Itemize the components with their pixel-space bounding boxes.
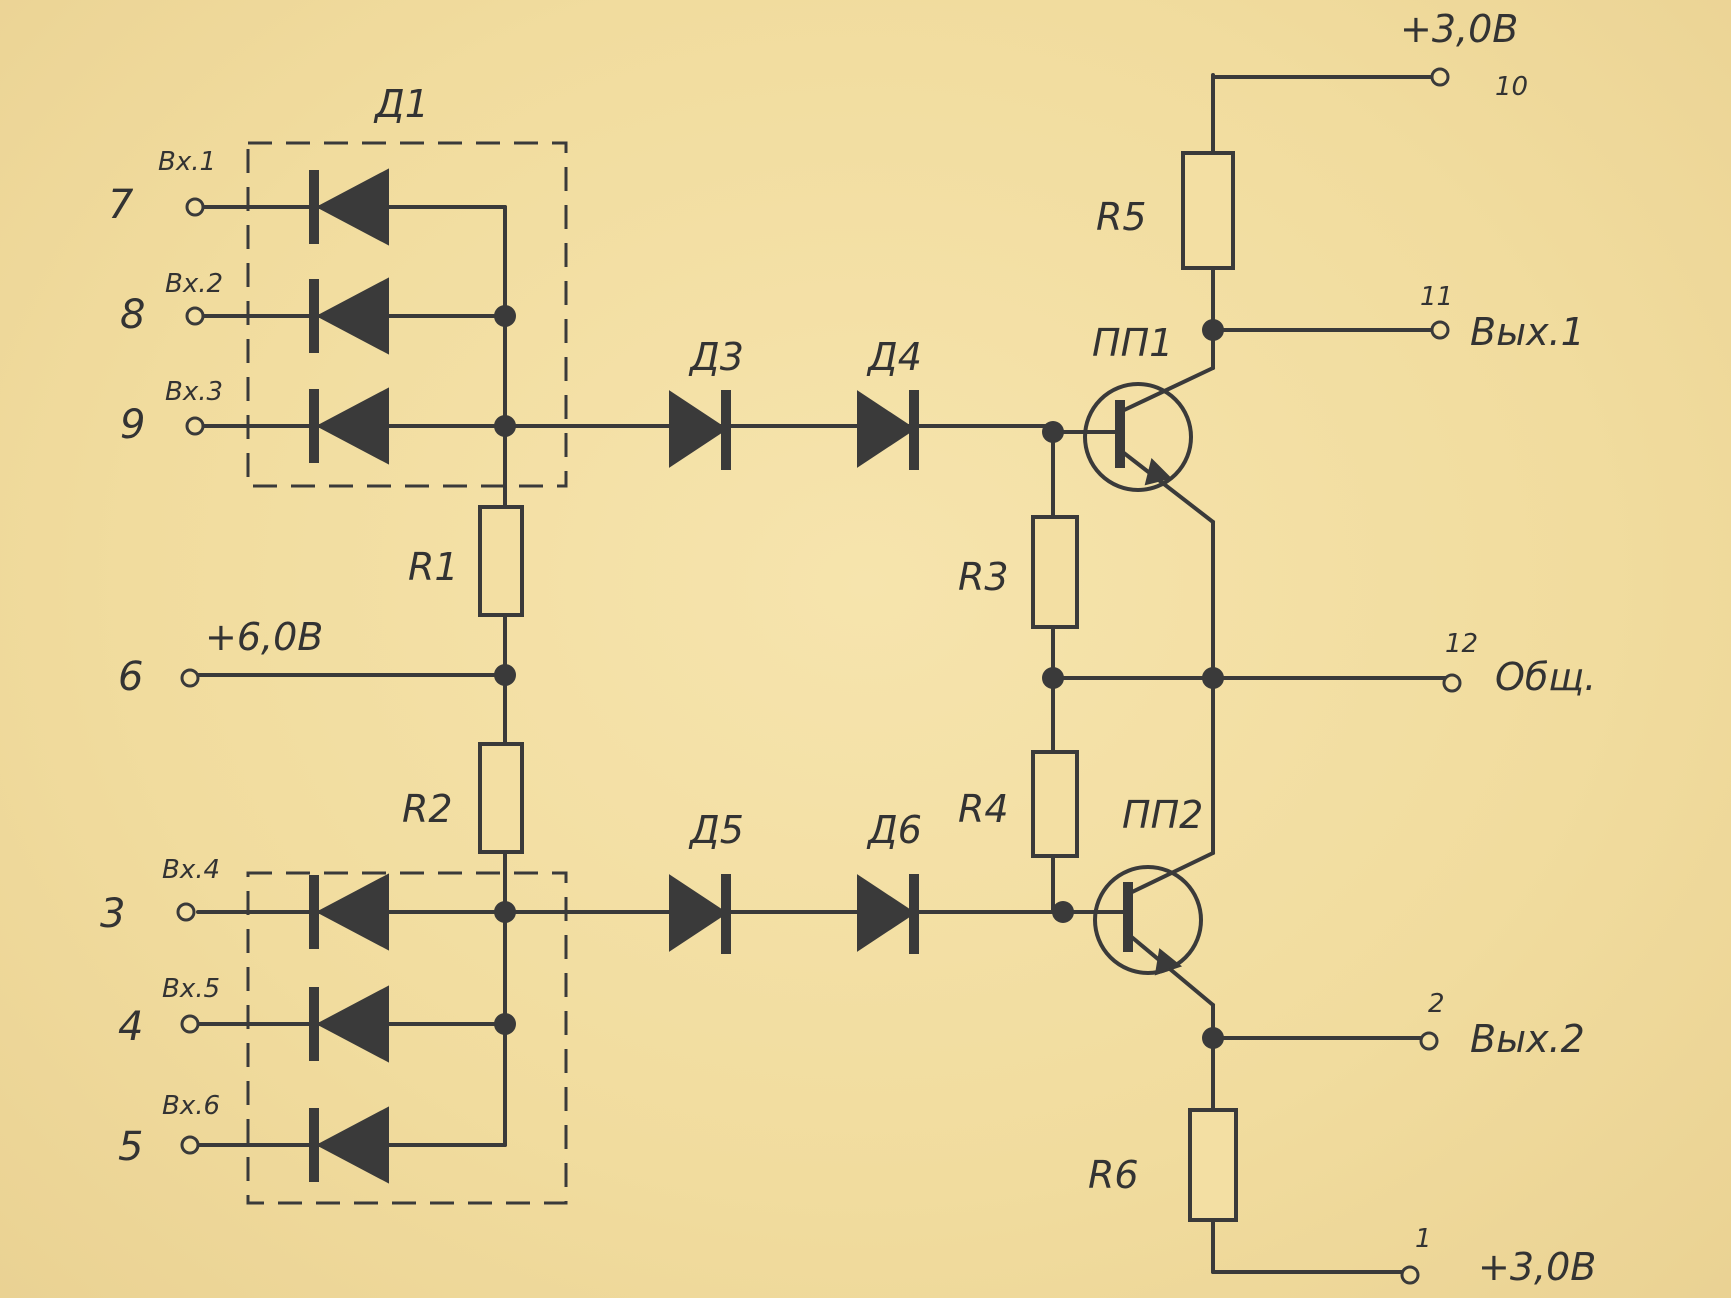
label-d5: Д5: [688, 808, 744, 852]
junction-dot: [494, 664, 516, 686]
label-r6: R6: [1088, 1153, 1139, 1197]
transistor-t2: [1061, 851, 1215, 1007]
terminal-9: [185, 416, 205, 436]
terminal-2: [1419, 1031, 1439, 1051]
diode-in1: [315, 168, 389, 246]
terminal-8: [185, 306, 205, 326]
label-common: Общ.: [1495, 655, 1596, 699]
label-d3: Д3: [688, 335, 744, 379]
transistor-t1: [1051, 366, 1215, 524]
resistor-r2: [478, 742, 524, 854]
label-vplus6: +6,0В: [205, 615, 323, 659]
label-vplus3-bottom: +3,0В: [1478, 1245, 1596, 1289]
diode-in2: [315, 277, 389, 355]
pin-10: 10: [1495, 72, 1528, 102]
label-r2: R2: [402, 787, 453, 831]
junction-dot: [494, 1013, 516, 1035]
label-out2: Вых.2: [1470, 1017, 1585, 1061]
terminal-12: [1442, 673, 1462, 693]
label-in5: Вх.5: [162, 974, 220, 1004]
pin-3: 3: [100, 891, 125, 937]
pin-11: 11: [1420, 282, 1453, 312]
pin-2: 2: [1428, 989, 1445, 1019]
pin-5: 5: [118, 1124, 143, 1170]
resistor-r1: [478, 505, 524, 617]
terminal-5: [180, 1135, 200, 1155]
label-in4: Вх.4: [162, 855, 220, 885]
diode-in6: [315, 1106, 389, 1184]
pin-6: 6: [118, 654, 143, 700]
pin-12: 12: [1445, 629, 1478, 659]
label-in6: Вх.6: [162, 1091, 220, 1121]
d2-group: [196, 873, 516, 1184]
junction-dot: [1202, 319, 1224, 341]
label-r4: R4: [958, 787, 1009, 831]
label-d6: Д6: [866, 808, 922, 852]
terminal-11: [1430, 320, 1450, 340]
diode-d4: [857, 390, 916, 468]
pin-7: 7: [108, 182, 134, 228]
diode-in3: [315, 387, 389, 465]
junction-dot: [1202, 667, 1224, 689]
pin-4: 4: [118, 1004, 143, 1050]
diode-d6: [857, 874, 916, 952]
pin-8: 8: [120, 292, 145, 338]
label-t1: ПП1: [1092, 321, 1173, 365]
diode-d5: [669, 874, 728, 952]
diode-in5: [315, 985, 389, 1063]
resistor-r5: [1181, 151, 1235, 270]
label-r3: R3: [958, 555, 1009, 599]
label-d1: Д1: [373, 82, 429, 126]
label-in1: Вх.1: [158, 147, 216, 177]
resistor-r3: [1031, 515, 1079, 629]
terminal-7: [185, 197, 205, 217]
terminal-4: [180, 1014, 200, 1034]
label-in2: Вх.2: [165, 269, 223, 299]
resistor-r4: [1031, 750, 1079, 858]
label-vplus3-top: +3,0В: [1400, 7, 1518, 51]
junction-dot: [494, 305, 516, 327]
label-t2: ПП2: [1122, 793, 1203, 837]
terminal-10: [1430, 67, 1450, 87]
terminal-1: [1400, 1265, 1420, 1285]
pin-1: 1: [1415, 1224, 1432, 1254]
label-in3: Вх.3: [165, 377, 223, 407]
d2-group-outline: [246, 871, 568, 1205]
label-r1: R1: [408, 545, 459, 589]
d1-group: [196, 168, 516, 465]
diode-d3: [669, 390, 728, 468]
terminal-3: [176, 902, 196, 922]
terminal-6: [180, 668, 200, 688]
label-out1: Вых.1: [1470, 310, 1585, 354]
label-d4: Д4: [866, 335, 922, 379]
label-r5: R5: [1096, 195, 1147, 239]
pin-9: 9: [120, 402, 145, 448]
resistor-r6: [1188, 1108, 1238, 1222]
diode-in4: [315, 873, 389, 951]
